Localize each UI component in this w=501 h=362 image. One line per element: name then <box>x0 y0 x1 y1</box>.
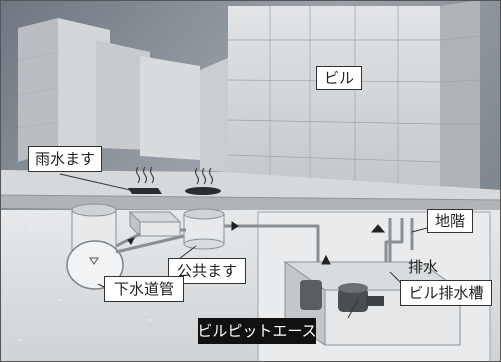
main-building <box>200 0 481 190</box>
flow-arrows <box>127 221 386 265</box>
distant-buildings <box>17 18 200 162</box>
label-haisui: 排水 <box>408 258 439 276</box>
drain-pipes <box>115 218 414 262</box>
label-building: ビル <box>316 66 362 90</box>
rain-basin-box <box>128 210 182 238</box>
pump-units <box>300 280 384 312</box>
label-sewer-pipe: 下水道管 <box>104 276 184 302</box>
label-product: ビルピットエース <box>197 318 317 344</box>
label-rainwater-basin: 雨水ます <box>28 146 102 172</box>
rainwater-grates <box>128 166 221 195</box>
public-basin-box <box>183 208 225 250</box>
label-building-tank: ビル排水槽 <box>400 280 492 306</box>
label-chikai: 地階 <box>427 209 473 233</box>
